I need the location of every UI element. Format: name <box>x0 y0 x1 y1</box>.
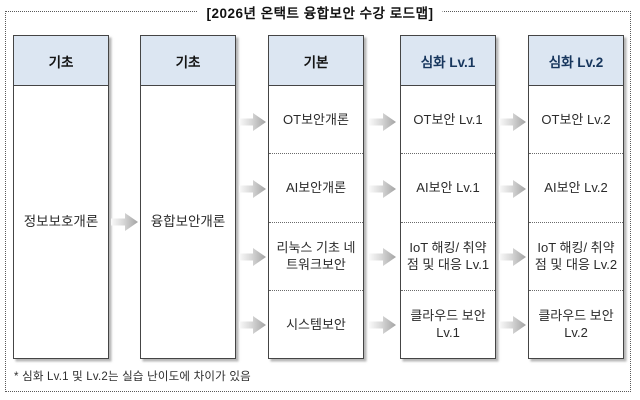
column-basic-1-header: 기초 <box>14 36 108 86</box>
right-arrow-icon <box>499 248 526 266</box>
column-fundamental-body: OT보안개론 AI보안개론 리눅스 기초 네트워크보안 시스템보안 <box>269 86 363 358</box>
course-cell: 정보보호개론 <box>23 213 99 229</box>
right-arrow-icon <box>239 248 266 266</box>
column-fundamental-header: 기본 <box>269 36 363 86</box>
column-basic-1: 기초 정보보호개론 <box>13 35 109 359</box>
right-arrow-icon <box>499 113 526 131</box>
right-arrow-icon <box>369 248 396 266</box>
course-cell: OT보안 Lv.1 <box>413 111 483 127</box>
right-arrow-icon <box>111 213 138 231</box>
course-cell: 리눅스 기초 네트워크보안 <box>269 221 363 290</box>
footnote: * 심화 Lv.1 및 Lv.2는 실습 난이도에 차이가 있음 <box>14 371 251 383</box>
right-arrow-icon <box>369 180 396 198</box>
course-cell: 융합보안개론 <box>150 213 226 229</box>
column-basic-2-header: 기초 <box>141 36 235 86</box>
column-basic-2-body: 융합보안개론 <box>141 86 235 358</box>
course-cell: 클라우드 보안 Lv.1 <box>401 289 495 358</box>
course-cell: AI보안개론 <box>269 153 363 221</box>
figure-title: [2026년 온택트 융합보안 수강 로드맵] <box>197 2 443 22</box>
column-advanced-lv1-body: OT보안 Lv.1 AI보안 Lv.1 IoT 해킹/ 취약점 및 대응 Lv.… <box>401 86 495 358</box>
course-cell: AI보안 Lv.1 <box>401 153 495 221</box>
course-cell: IoT 해킹/ 취약점 및 대응 Lv.2 <box>529 221 623 290</box>
right-arrow-icon <box>499 180 526 198</box>
course-cell: 시스템보안 <box>269 289 363 358</box>
column-advanced-lv2-header: 심화 Lv.2 <box>529 36 623 86</box>
column-basic-1-body: 정보보호개론 <box>14 86 108 358</box>
right-arrow-icon <box>239 180 266 198</box>
right-arrow-icon <box>499 316 526 334</box>
course-cell: OT보안 Lv.2 <box>541 111 611 127</box>
course-cell: 클라우드 보안 Lv.2 <box>529 289 623 358</box>
right-arrow-icon <box>369 113 396 131</box>
column-basic-2: 기초 융합보안개론 <box>140 35 236 359</box>
right-arrow-icon <box>239 113 266 131</box>
course-cell: AI보안 Lv.2 <box>529 153 623 221</box>
course-cell: OT보안개론 <box>283 111 349 127</box>
column-advanced-lv2-body: OT보안 Lv.2 AI보안 Lv.2 IoT 해킹/ 취약점 및 대응 Lv.… <box>529 86 623 358</box>
column-advanced-lv1: 심화 Lv.1 OT보안 Lv.1 AI보안 Lv.1 IoT 해킹/ 취약점 … <box>400 35 496 359</box>
right-arrow-icon <box>239 316 266 334</box>
column-fundamental: 기본 OT보안개론 AI보안개론 리눅스 기초 네트워크보안 시스템보안 <box>268 35 364 359</box>
column-advanced-lv1-header: 심화 Lv.1 <box>401 36 495 86</box>
right-arrow-icon <box>369 316 396 334</box>
column-advanced-lv2: 심화 Lv.2 OT보안 Lv.2 AI보안 Lv.2 IoT 해킹/ 취약점 … <box>528 35 624 359</box>
course-cell: IoT 해킹/ 취약점 및 대응 Lv.1 <box>401 221 495 290</box>
